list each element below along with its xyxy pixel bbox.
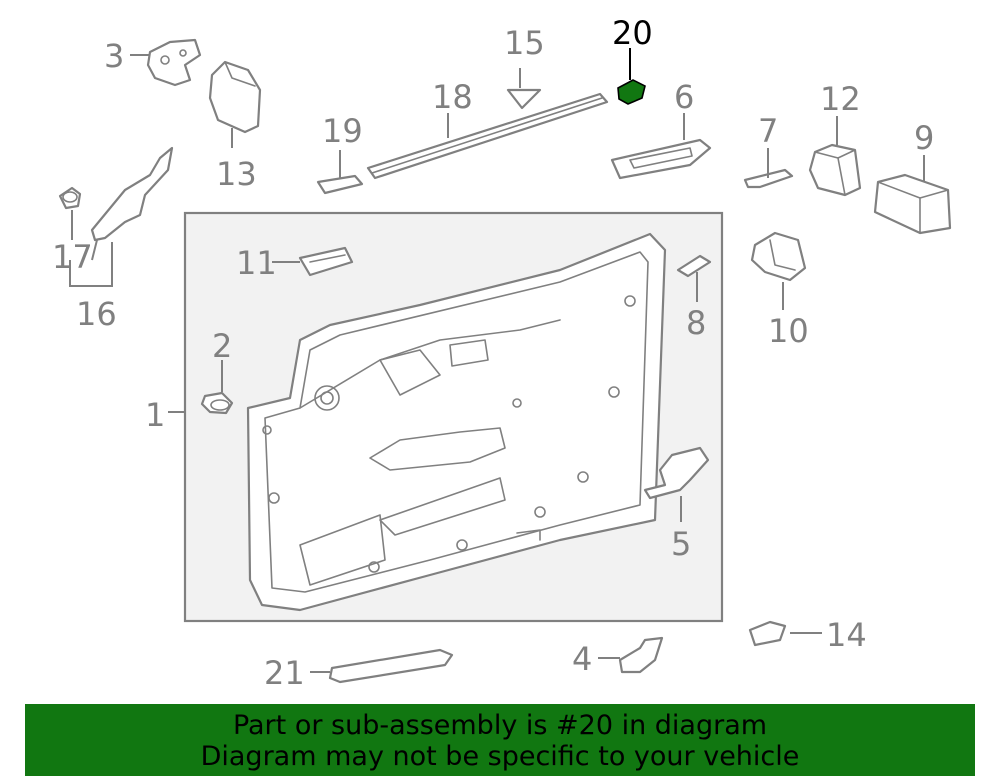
part-17-clip[interactable] [58, 186, 82, 210]
part-12-switch[interactable] [808, 143, 862, 197]
part-9-master-switch[interactable] [873, 173, 952, 235]
part-18-molding[interactable] [366, 92, 609, 180]
callout-2: 2 [212, 327, 232, 365]
callout-1: 1 [145, 396, 165, 434]
part-14-clip[interactable] [748, 620, 787, 647]
banner-line-2: Diagram may not be specific to your vehi… [200, 741, 800, 772]
callout-4: 4 [572, 640, 592, 678]
callout-17: 17 [52, 238, 93, 276]
part-20-highlighted[interactable] [617, 79, 646, 105]
part-11-bezel[interactable] [298, 246, 354, 277]
part-19-clip[interactable] [316, 174, 364, 195]
part-15-cap[interactable] [506, 88, 542, 110]
part-21-molding[interactable] [328, 648, 454, 684]
callout-20: 20 [612, 14, 653, 52]
part-7-cover[interactable] [743, 168, 794, 189]
callout-5: 5 [671, 525, 691, 563]
part-5-bracket[interactable] [643, 446, 710, 500]
callout-3: 3 [104, 37, 124, 75]
callout-8: 8 [686, 304, 706, 342]
callout-19: 19 [322, 112, 363, 150]
callout-10: 10 [768, 312, 809, 350]
part-1-door-trim-panel[interactable] [246, 232, 667, 612]
callout-12: 12 [820, 80, 861, 118]
callout-14: 14 [826, 616, 867, 654]
callout-7: 7 [758, 112, 778, 150]
callout-9: 9 [914, 119, 934, 157]
part-13-module[interactable] [208, 60, 262, 134]
part-6-switch-panel[interactable] [610, 138, 712, 180]
part-2-clip[interactable] [200, 391, 234, 415]
part-10-bracket[interactable] [750, 231, 807, 282]
parts-diagram: 1 2 3 13 17 16 11 15 18 19 20 6 7 12 9 8… [52, 14, 952, 692]
part-16-trim[interactable] [90, 146, 174, 242]
part-3-bracket[interactable] [146, 38, 202, 87]
callout-16: 16 [76, 295, 117, 333]
leader-lines [69, 48, 925, 673]
callout-15: 15 [504, 24, 545, 62]
callout-13: 13 [216, 155, 257, 193]
callout-6: 6 [674, 78, 694, 116]
banner-line-1: Part or sub-assembly is #20 in diagram [232, 710, 768, 741]
callout-21: 21 [264, 654, 305, 692]
part-8-clip[interactable] [676, 254, 712, 278]
callout-18: 18 [432, 78, 473, 116]
callout-11: 11 [236, 244, 277, 282]
part-4-bracket[interactable] [618, 636, 664, 674]
info-banner: Part or sub-assembly is #20 in diagram D… [25, 704, 975, 776]
